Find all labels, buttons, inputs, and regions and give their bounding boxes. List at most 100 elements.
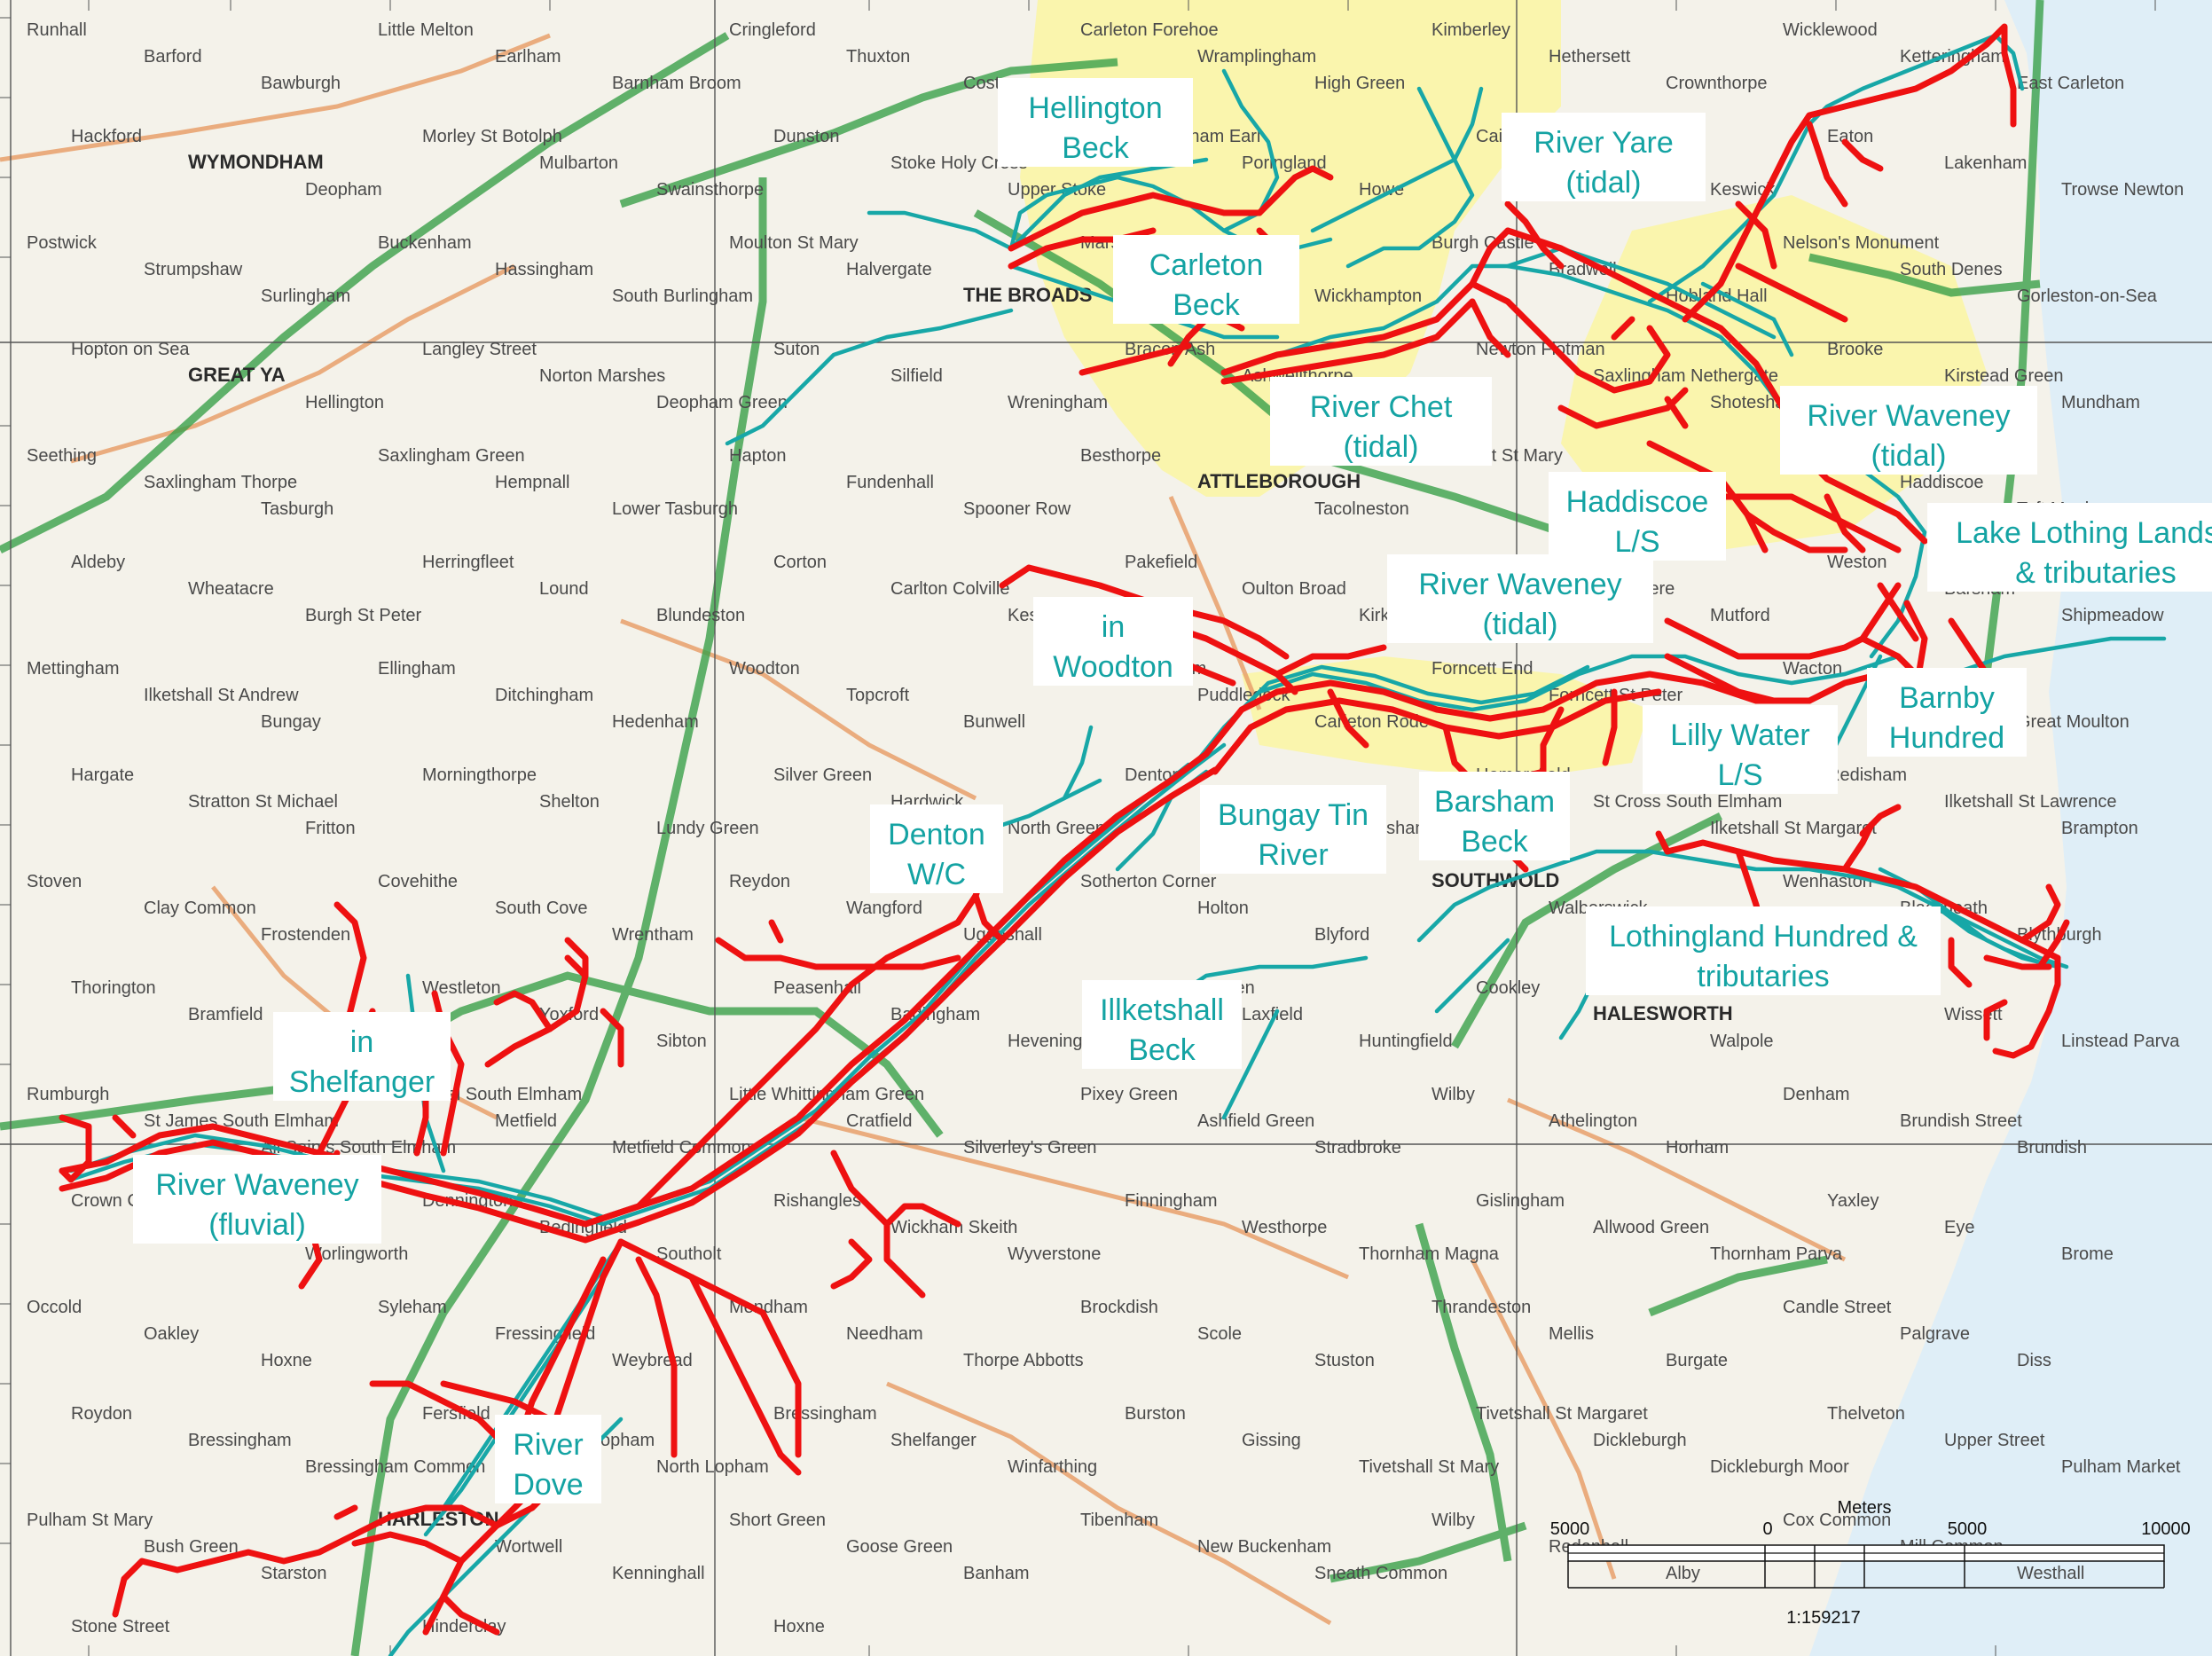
place-name: Blundeston <box>656 606 745 625</box>
place-name: SOUTHWOLD <box>1432 869 1559 891</box>
place-name: Goose Green <box>846 1537 953 1557</box>
river-label-barnby: Barnby <box>1899 681 1995 715</box>
place-name: Swainsthorpe <box>656 180 764 200</box>
place-name: Barford <box>144 47 202 67</box>
place-name: Cox Common <box>1783 1511 1891 1530</box>
place-name: Mettingham <box>27 659 120 679</box>
a143-road <box>1808 253 2041 297</box>
place-name: Lound <box>539 579 589 599</box>
a1120-road <box>1330 1521 1527 1583</box>
place-name: Lakenham <box>1944 153 2027 173</box>
a144-road <box>1415 1222 1512 1562</box>
grid-ticks <box>0 0 2156 1656</box>
label-background <box>1082 980 1242 1069</box>
place-name: Occold <box>27 1298 82 1317</box>
place-name: St James South Elmham <box>144 1111 339 1131</box>
place-name: WYMONDHAM <box>188 151 324 173</box>
sea <box>1809 0 2212 1656</box>
place-name: Hedenham <box>612 712 699 732</box>
place-name: Wortwell <box>495 1537 562 1557</box>
place-name: Earlham <box>495 47 561 67</box>
place-name: Yaxley <box>1827 1191 1879 1211</box>
place-name: Hackford <box>71 127 142 146</box>
place-name: Deopham <box>305 180 382 200</box>
lothingland <box>1664 839 2061 961</box>
place-name: Poringland <box>1242 153 1327 173</box>
a145-road <box>1451 812 1723 1049</box>
place-name: New Buckenham <box>1197 1537 1331 1557</box>
river-label-lilly: Lilly Water <box>1670 718 1809 752</box>
place-name: Bunwell <box>963 712 1025 732</box>
river-label-waveney-tidal-e: River Waveney <box>1807 399 2010 433</box>
place-name: Mutford <box>1710 606 1770 625</box>
label-background <box>1586 906 1941 995</box>
river-label-ilketshall: Illketshall <box>1100 993 1224 1027</box>
river-label-barsham: Beck <box>1461 825 1529 859</box>
river-label-lilly: L/S <box>1717 758 1762 792</box>
place-name: Herringfleet <box>422 553 514 572</box>
place-name: Saxlingham Thorpe <box>144 473 297 492</box>
place-name: Laxfield <box>1242 1005 1303 1024</box>
place-name: Finningham <box>1125 1191 1218 1211</box>
place-name: Sibton <box>656 1032 707 1051</box>
place-name: Hoxne <box>261 1351 312 1370</box>
river-label-dove: River <box>513 1428 583 1462</box>
place-name: Burgate <box>1666 1351 1728 1370</box>
place-name: Syleham <box>378 1298 447 1317</box>
place-name: Bressingham <box>773 1404 877 1424</box>
place-name: Stradbroke <box>1314 1138 1401 1158</box>
place-name: Thrandeston <box>1432 1298 1531 1317</box>
place-name: Holton <box>1197 899 1249 918</box>
place-name: Hopton on Sea <box>71 340 190 359</box>
place-name: Diss <box>2017 1351 2051 1370</box>
place-name: GREAT YA <box>188 364 286 386</box>
place-name: Moulton St Mary <box>729 233 859 253</box>
place-name: Ditchingham <box>495 686 593 705</box>
place-name: Ilketshall St Andrew <box>144 686 299 705</box>
place-name: Bush Green <box>144 1537 239 1557</box>
place-name: Brockdish <box>1080 1298 1158 1317</box>
place-name: Howe <box>1359 180 1404 200</box>
place-name: Redisham <box>1827 765 1907 785</box>
label-background <box>1200 785 1386 874</box>
scale-bar: Meters 5000 0 5000 10000 1:159217 <box>1550 1498 2191 1628</box>
place-name: Tacolneston <box>1314 499 1409 519</box>
place-name: Deopham Green <box>656 393 788 412</box>
place-name: Aldeby <box>71 553 125 572</box>
label-background <box>1270 377 1492 466</box>
place-name: Stone Street <box>71 1617 170 1636</box>
place-name: Buckenham <box>378 233 472 253</box>
place-name: Hempnall <box>495 473 569 492</box>
place-name: Silver Green <box>773 765 872 785</box>
place-name: Brooke <box>1827 340 1883 359</box>
river-label-yare: River Yare <box>1533 126 1673 160</box>
place-name: North Lopham <box>656 1457 769 1477</box>
place-name: Fritton <box>305 819 356 838</box>
scale-tick-label: 5000 <box>1948 1519 1988 1539</box>
place-name: Gorleston-on-Sea <box>2017 286 2158 306</box>
place-name: Crownthorpe <box>1666 74 1768 93</box>
place-name: Allwood Green <box>1593 1218 1709 1237</box>
river-label-shelfanger: in <box>350 1025 373 1059</box>
place-name: Norton Marshes <box>539 366 665 386</box>
place-name: Brome <box>2061 1244 2114 1264</box>
river-label-waveney-tidal-c: River Waveney <box>1418 568 1621 601</box>
place-name: Wickham Skeith <box>890 1218 1017 1237</box>
place-name: Stoke Holy Cross <box>890 153 1028 173</box>
place-name: Dickleburgh <box>1593 1431 1687 1450</box>
river-label-lothingland: tributaries <box>1697 960 1829 993</box>
place-name: Southolt <box>656 1244 722 1264</box>
place-name: Ilketshall St Margaret <box>1710 819 1877 838</box>
place-name: Burgh St Peter <box>305 606 422 625</box>
place-name: Hapton <box>729 446 787 466</box>
label-background <box>1780 386 2037 475</box>
place-name: Mulbarton <box>539 153 618 173</box>
place-name: Wilby <box>1432 1085 1475 1104</box>
place-name: Metfield <box>495 1111 557 1131</box>
place-name: Wangford <box>846 899 922 918</box>
place-name: Hinderclay <box>422 1617 506 1636</box>
scale-tick-label: 5000 <box>1550 1519 1590 1539</box>
place-name: Bramfield <box>188 1005 263 1024</box>
